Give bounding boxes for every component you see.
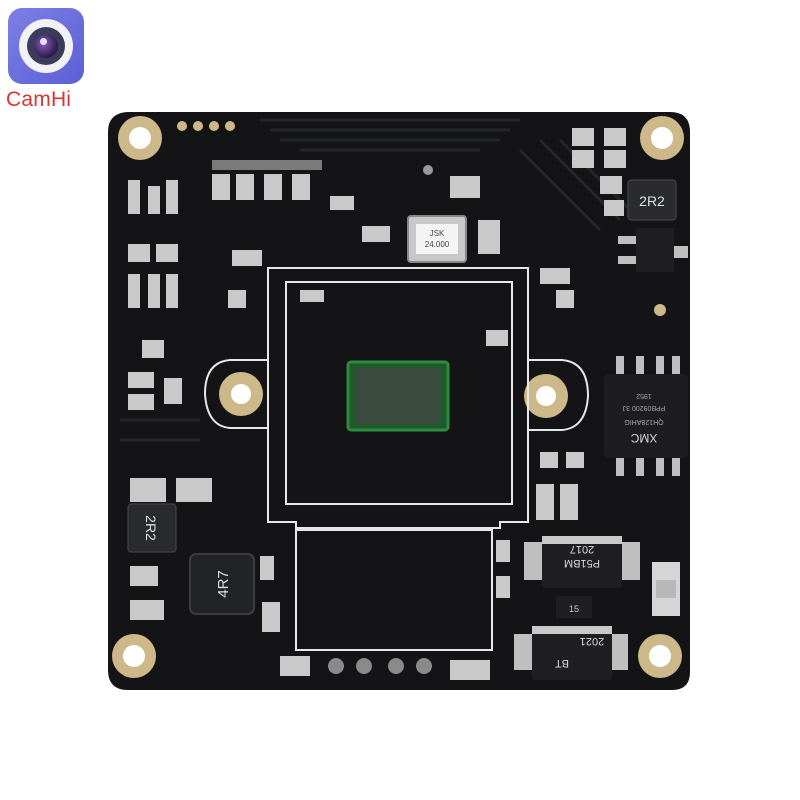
camhi-app-icon bbox=[8, 8, 84, 84]
inductor-main-label: 4R7 bbox=[215, 570, 232, 598]
inductor-top-label: 2R2 bbox=[639, 193, 665, 209]
inductor-4r7: 4R7 bbox=[189, 553, 255, 615]
diode-top-label-1: P51BM bbox=[564, 557, 600, 569]
smd-components bbox=[128, 128, 626, 680]
small-chip-label: 15 bbox=[569, 604, 579, 614]
lens-highlight bbox=[40, 38, 47, 45]
flash-memory-chip: XMC QH128AHIG PPB09200 3J 1952 bbox=[604, 356, 688, 476]
inductor-2r2-top: 2R2 bbox=[627, 179, 677, 221]
diode-bt: BT 2021 bbox=[514, 626, 628, 680]
small-chip-15: 15 bbox=[556, 596, 592, 618]
brand-name: CamHi bbox=[6, 88, 72, 111]
flash-label-3: PPB09200 3J bbox=[623, 404, 666, 411]
inductor-left-label: 2R2 bbox=[143, 515, 159, 541]
mounting-holes bbox=[112, 116, 684, 678]
image-sensor bbox=[346, 360, 450, 432]
lens-glass bbox=[34, 34, 58, 58]
pcb-traces bbox=[120, 118, 642, 442]
flash-label-2: QH128AHIG bbox=[624, 418, 663, 425]
crystal-label-2: 24.000 bbox=[425, 240, 450, 249]
silkscreen-outline bbox=[203, 267, 590, 651]
test-point bbox=[423, 165, 433, 175]
crystal-label-1: JSK bbox=[430, 229, 445, 238]
pcb-vias bbox=[177, 121, 666, 316]
header-pins bbox=[328, 658, 432, 674]
flash-label-1: XMC bbox=[630, 431, 657, 445]
diode-top-label-2: 2017 bbox=[570, 543, 594, 555]
crystal-oscillator: JSK 24.000 bbox=[407, 215, 467, 263]
diode-bottom-label-2: 2021 bbox=[580, 635, 604, 647]
diode-p51bm: P51BM 2017 bbox=[524, 536, 640, 588]
inductor-2r2-left: 2R2 bbox=[127, 503, 177, 553]
diode-bottom-label-1: BT bbox=[555, 657, 569, 669]
flash-label-4: 1952 bbox=[636, 392, 652, 399]
regulator-chip-top bbox=[618, 228, 688, 272]
